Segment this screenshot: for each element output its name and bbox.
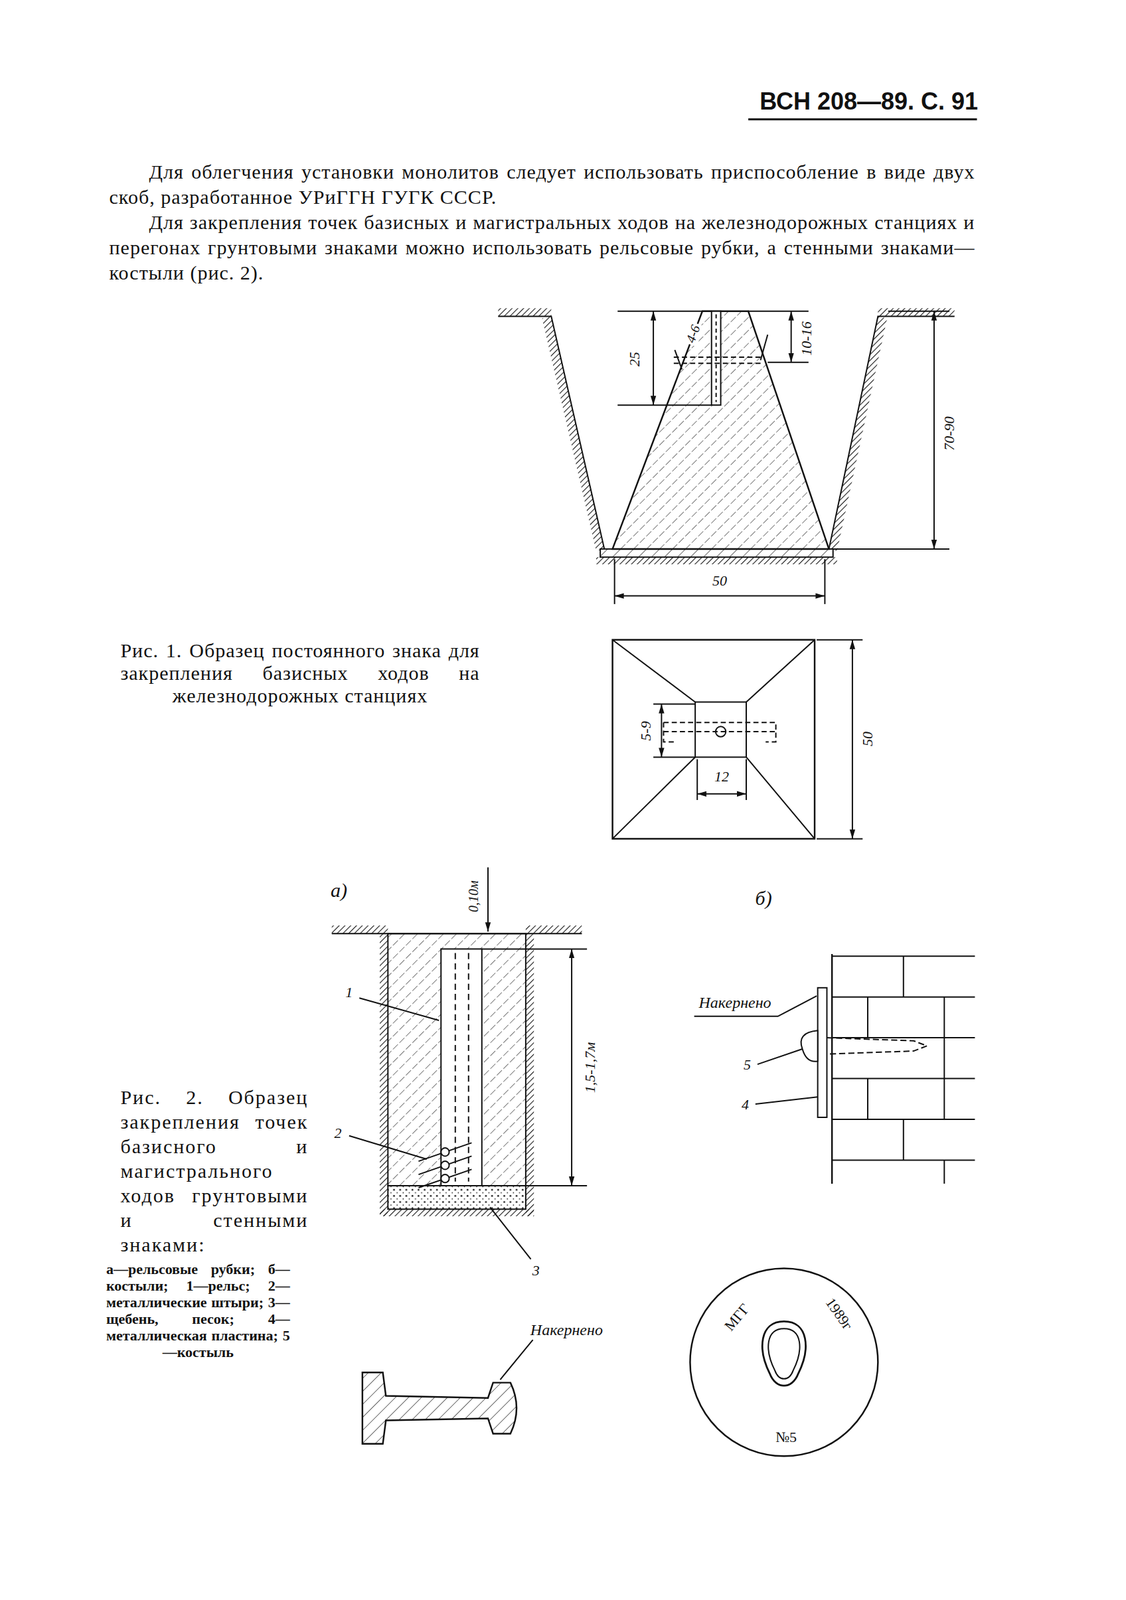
figure-legend: а—рельсовые рубки; б—костыли; 1—рельс; 2… [106, 1260, 291, 1361]
subfigure-letter: а) [328, 879, 350, 903]
dimension: 25 [626, 349, 644, 369]
note: Накернено [528, 1321, 605, 1340]
callout-number: 2 [331, 1124, 344, 1142]
dimension: 70-90 [940, 414, 958, 453]
stamp-text: МГГ [719, 1298, 755, 1336]
dimension: 5-9 [638, 719, 655, 743]
dimension: 4-6 [682, 321, 705, 348]
dimension: 50 [710, 572, 729, 589]
figure-caption: Рис. 1. Образец постоянного знака для за… [120, 639, 480, 708]
callout-number: 4 [739, 1096, 751, 1113]
page-header: ВСН 208—89. С. 91 [714, 87, 978, 115]
stamp-text: 1989г [821, 1292, 858, 1335]
body-paragraph: Для облегчения установки монолитов следу… [109, 159, 976, 210]
callout-number: 5 [741, 1056, 753, 1073]
stamp-text: №5 [773, 1428, 799, 1446]
callout-number: 3 [530, 1262, 542, 1280]
dimension: 50 [859, 729, 876, 749]
body-paragraph: Для закрепления точек базисных и магистр… [109, 209, 976, 286]
dimension: 0,10м [466, 878, 482, 915]
figure-caption: Рис. 2. Образец закрепления точек базисн… [120, 1084, 309, 1257]
note: Накернено [697, 994, 774, 1014]
subfigure-letter: б) [753, 886, 775, 911]
dimension: 10-16 [798, 320, 815, 358]
callout-number: 1 [343, 983, 355, 1001]
dimension: 12 [712, 768, 731, 785]
dimension: 1,5-1,7м [581, 1040, 599, 1095]
